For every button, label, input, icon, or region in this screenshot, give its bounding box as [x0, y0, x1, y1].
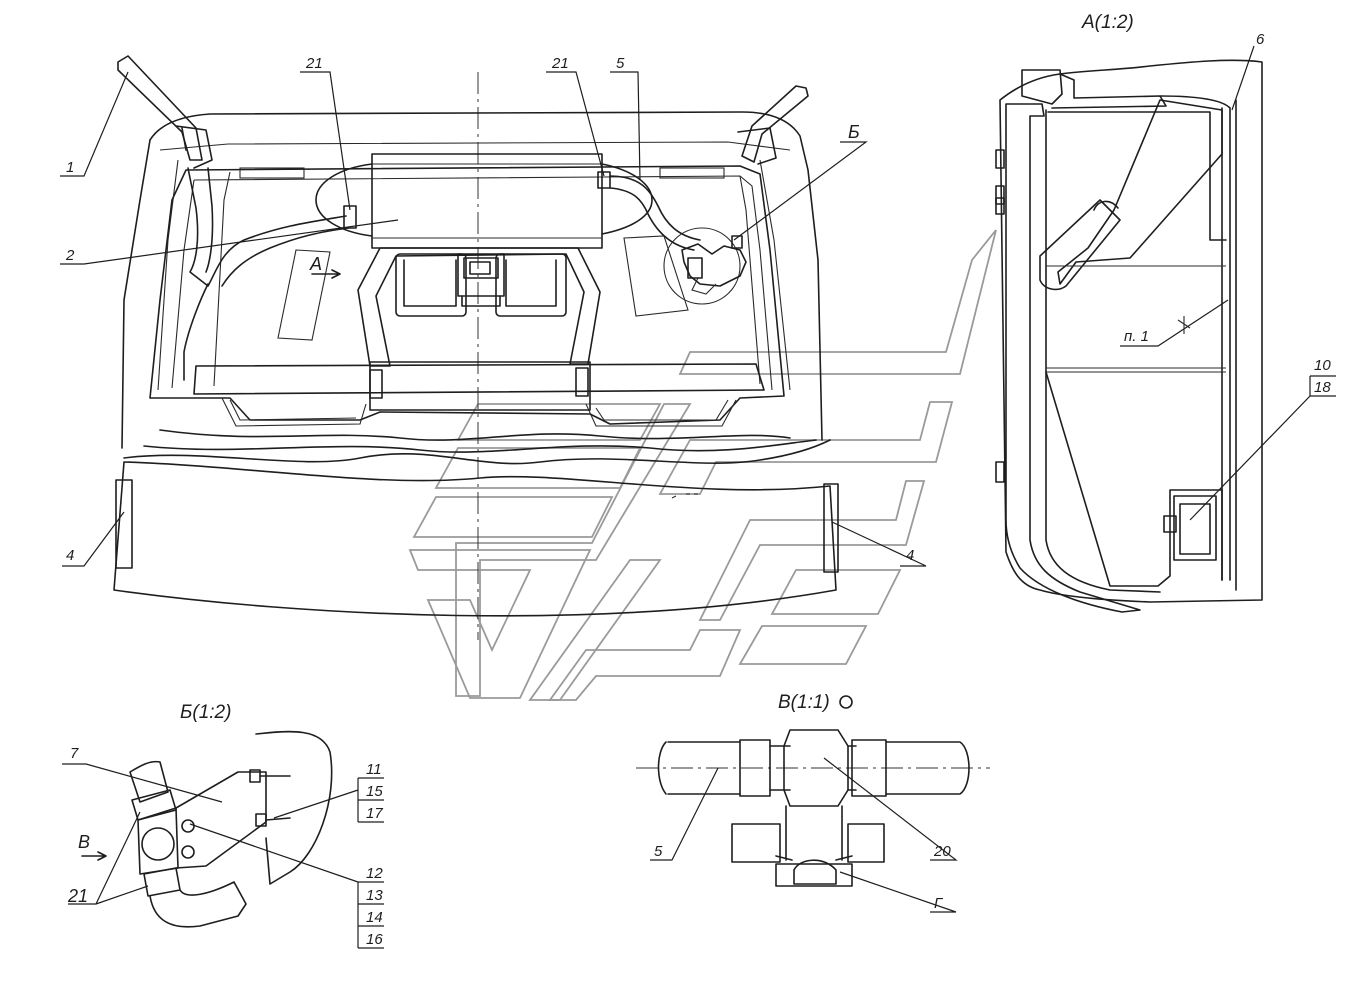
callout-1: 1	[66, 159, 74, 176]
callout-17: 17	[366, 805, 383, 822]
callout-6: 6	[1256, 31, 1265, 48]
callout-7: 7	[70, 745, 79, 762]
right-lamp	[823, 483, 839, 573]
left-pillar	[117, 55, 203, 161]
callout-18: 18	[1314, 379, 1331, 396]
right-pillar	[741, 85, 809, 163]
note-p1: п. 1	[1124, 328, 1149, 345]
rear-window-frame	[149, 165, 785, 425]
section-b-view: Б(1:2) В 7 11 15 17 12 13 14 16 21	[62, 702, 384, 949]
section-v-title: В(1:1)	[778, 692, 830, 713]
callout-12: 12	[366, 865, 383, 882]
right-hose	[609, 175, 701, 241]
callout-11: 11	[366, 761, 382, 778]
hose-clamp-right	[851, 739, 887, 797]
section-a-view: А(1:2) 6 п. 1 10 18	[995, 12, 1336, 613]
cab-outline	[149, 111, 823, 441]
callout-2: 2	[65, 247, 75, 264]
callout-10: 10	[1314, 357, 1331, 374]
callout-b: Б	[848, 122, 860, 142]
valve-unit	[663, 227, 747, 305]
callout-21-b: 21	[67, 886, 88, 906]
callout-4-right: 4	[906, 547, 914, 564]
callout-4-left: 4	[66, 547, 74, 564]
view-v-arrow-label: В	[78, 832, 90, 852]
callout-21-right: 21	[551, 55, 569, 72]
callout-13: 13	[366, 887, 383, 904]
fitting	[783, 729, 849, 807]
left-hose	[187, 167, 347, 287]
callout-5: 5	[616, 55, 625, 72]
callout-20: 20	[933, 843, 951, 860]
hose-clamp-left	[739, 739, 771, 797]
callout-5-v: 5	[654, 843, 663, 860]
main-view: А 1 2 21 21 5 Б 4 4	[60, 55, 927, 640]
watermark-logo	[408, 229, 997, 701]
section-b-title: Б(1:2)	[180, 702, 231, 723]
callout-14: 14	[366, 909, 383, 926]
callout-15: 15	[366, 783, 383, 800]
heater-bracket	[357, 247, 601, 367]
section-a-title: А(1:2)	[1081, 12, 1134, 33]
callout-g: Г	[934, 895, 944, 912]
insulation-layer	[1005, 103, 1141, 613]
lower-panel	[123, 439, 831, 465]
callout-16: 16	[366, 931, 383, 948]
callout-21-left: 21	[305, 55, 323, 72]
section-v-view: В(1:1) 5 20 Г	[636, 692, 990, 913]
left-lamp	[115, 479, 133, 569]
view-a-arrow-label: А	[309, 254, 322, 274]
